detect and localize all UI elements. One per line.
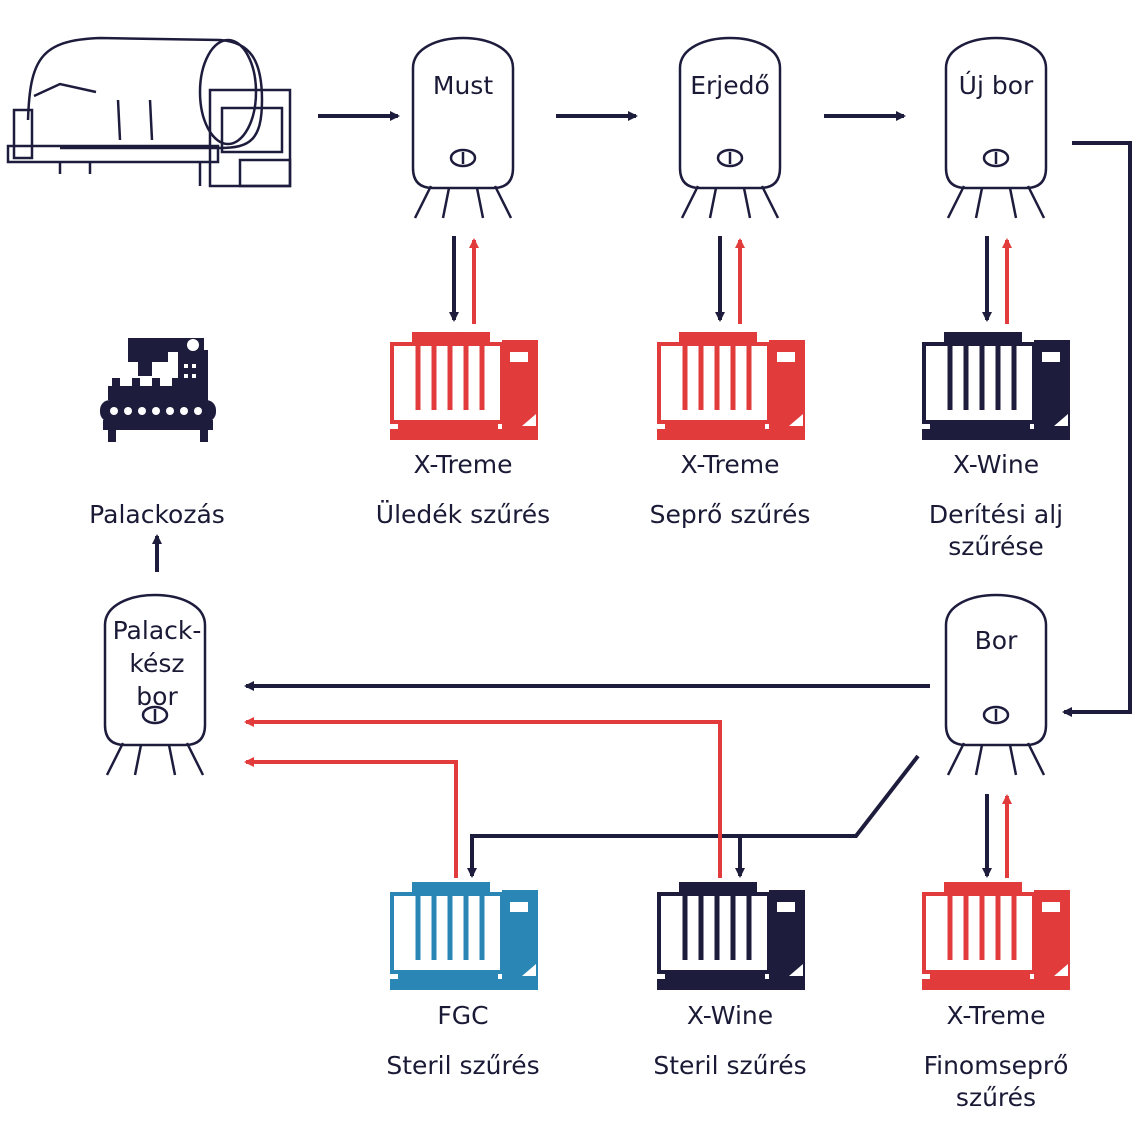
arrow-ujbor-to-bor xyxy=(1062,141,1132,717)
tank-erjedo xyxy=(678,36,782,220)
filter-xwine-2-icon xyxy=(657,882,805,990)
tank-bor xyxy=(944,593,1048,777)
filter-task-3-line1: Derítési alj xyxy=(928,500,1064,529)
tank-label-palackkesz-line1: Palack- xyxy=(112,616,202,645)
tank-label-palackkesz-line2: kész xyxy=(129,649,185,678)
filter-task-3: Derítési alj szűrése xyxy=(929,499,1063,563)
filter-task-6-line2: szűrés xyxy=(955,1083,1037,1112)
return-xwine2-to-palackkesz xyxy=(244,717,722,878)
tank-label-uj-bor: Új bor xyxy=(958,71,1034,100)
tank-must xyxy=(411,36,515,220)
filter-task-6: Finomseprő szűrés xyxy=(924,1050,1069,1114)
filter-task-4-line1: Steril szűrés xyxy=(386,1051,540,1080)
filter-task-3-line2: szűrése xyxy=(948,532,1044,561)
filter-task-4: Steril szűrés xyxy=(386,1050,539,1082)
filter-task-1-line1: Üledék szűrés xyxy=(375,500,551,529)
filter-xwine-1-icon xyxy=(922,332,1070,440)
bottling-label: Palackozás xyxy=(89,500,225,529)
filter-name-3: X-Wine xyxy=(952,450,1040,479)
filter-task-2: Seprő szűrés xyxy=(650,499,811,531)
tank-label-must: Must xyxy=(432,71,494,100)
filter-name-4: FGC xyxy=(437,1001,489,1030)
filter-name-6: X-Treme xyxy=(946,1001,1046,1030)
filter-task-2-line1: Seprő szűrés xyxy=(649,500,811,529)
tank-label-bor: Bor xyxy=(974,626,1018,655)
filter-task-5-line1: Steril szűrés xyxy=(653,1051,807,1080)
filter-xtreme-3-icon xyxy=(922,882,1070,990)
filter-name-5: X-Wine xyxy=(686,1001,774,1030)
filter-task-6-line1: Finomseprő xyxy=(923,1051,1069,1080)
bottling-line-icon xyxy=(100,338,216,442)
tank-label-erjedo: Erjedő xyxy=(690,71,770,100)
filter-task-1: Üledék szűrés xyxy=(376,499,550,531)
filter-name-1: X-Treme xyxy=(413,450,513,479)
tank-label-palackkesz: Palack- kész bor xyxy=(113,614,202,713)
tank-label-palackkesz-line3: bor xyxy=(136,682,178,711)
filter-xtreme-1-icon xyxy=(390,332,538,440)
filter-fgc-icon xyxy=(390,882,538,990)
filter-name-2: X-Treme xyxy=(680,450,780,479)
filter-xtreme-2-icon xyxy=(657,332,805,440)
tank-uj-bor xyxy=(944,36,1048,220)
return-fgc-to-palackkesz xyxy=(244,757,458,878)
press-icon xyxy=(6,36,292,188)
arrow-bor-to-fgc xyxy=(467,754,920,878)
filter-task-5: Steril szűrés xyxy=(653,1050,806,1082)
